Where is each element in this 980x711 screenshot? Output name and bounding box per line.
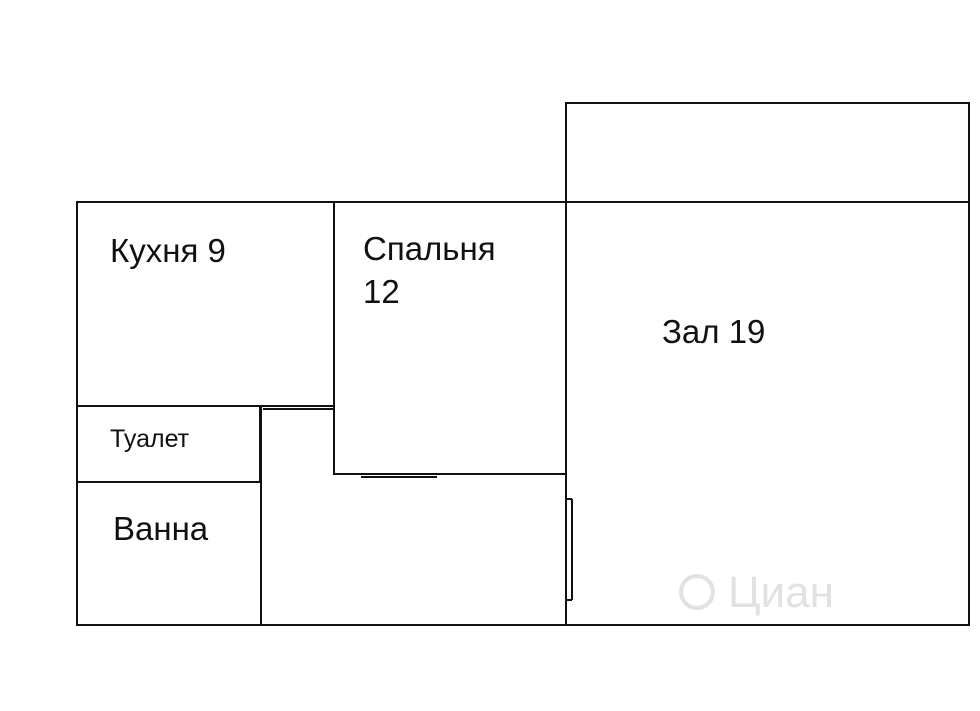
kitchen-label: Кухня 9 [110,232,226,269]
bedroom-room [333,201,567,475]
bath-room [76,481,262,626]
hall-label: Зал 19 [662,313,765,350]
bath-label: Ванна [113,510,209,547]
watermark-text: Циан [728,568,834,617]
hall-room [565,201,970,626]
bedroom-label-line2: 12 [363,273,400,310]
kitchen-room [76,201,335,407]
balcony [565,102,970,203]
watermark: Циан [679,568,834,617]
watermark-logo-icon [679,574,715,610]
toilet-label: Туалет [110,425,190,453]
bedroom-label-line1: Спальня [363,230,496,267]
